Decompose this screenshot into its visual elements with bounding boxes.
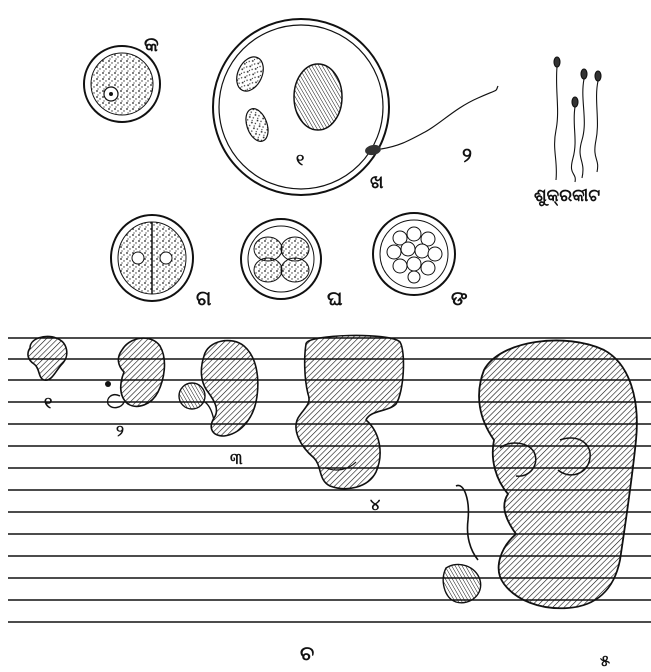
nucleus-2-label: ୨	[462, 143, 472, 167]
sperm-caption: ଶୁକ୍ରକୀଟ	[534, 186, 600, 207]
embryo-stage-4	[296, 335, 404, 488]
two-cell-label: ଗ	[196, 286, 212, 310]
fertilization-diagram	[213, 19, 498, 195]
sperm-group	[554, 57, 601, 182]
embryo-1-label: ୧	[44, 393, 52, 412]
embryo-2-label: ୨	[116, 421, 124, 440]
embryo-series-label: ଚ	[300, 641, 314, 665]
four-cell-stage	[241, 219, 321, 299]
two-cell-stage	[111, 215, 193, 301]
ovum-label: କ	[144, 32, 159, 56]
four-cell-label: ଘ	[327, 286, 343, 310]
embryo-4-label: ୪	[370, 495, 381, 514]
morula-stage	[373, 213, 455, 295]
nucleus-1-label: ୧	[296, 150, 304, 169]
morula-label: ଙ	[451, 286, 468, 310]
fertilization-label: ଖ	[370, 172, 384, 193]
embryo-stage-2	[105, 338, 164, 408]
embryo-stage-1	[28, 336, 67, 380]
embryo-5-label: ୫	[600, 651, 610, 670]
ovum-diagram	[84, 46, 160, 122]
embryo-3-label: ୩	[230, 449, 243, 468]
embryo-stage-3	[179, 341, 258, 436]
